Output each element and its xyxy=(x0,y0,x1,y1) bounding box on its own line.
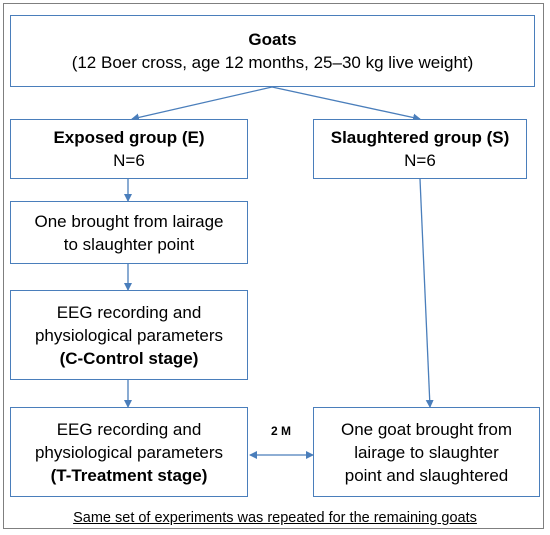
exposed-group-n: N=6 xyxy=(113,151,145,170)
treatment-stage-line2: physiological parameters xyxy=(34,442,224,462)
slaughtered-group-n: N=6 xyxy=(404,151,436,170)
goats-box: Goats (12 Boer cross, age 12 months, 25–… xyxy=(10,15,535,87)
treatment-stage-box: EEG recording and physiological paramete… xyxy=(10,407,248,497)
exposed-group-title: Exposed group (E) xyxy=(53,128,205,147)
lairage-step-line2: to slaughter point xyxy=(63,234,195,254)
slaughter-step-line1: One goat brought from xyxy=(340,419,513,439)
footer-note: Same set of experiments was repeated for… xyxy=(73,510,477,526)
slaughter-step-box: One goat brought from lairage to slaught… xyxy=(313,407,540,497)
control-stage-box: EEG recording and physiological paramete… xyxy=(10,290,248,380)
treatment-stage-line1: EEG recording and xyxy=(56,419,202,439)
control-stage-line1: EEG recording and xyxy=(56,302,202,322)
slaughter-step-line2: lairage to slaughter xyxy=(354,442,499,462)
connector-label: 2 M xyxy=(270,424,291,438)
lairage-step-box: One brought from lairage to slaughter po… xyxy=(10,201,248,264)
slaughtered-group-box: Slaughtered group (S) N=6 xyxy=(313,119,527,179)
slaughtered-group-title: Slaughtered group (S) xyxy=(330,128,510,147)
treatment-stage-label: (T-Treatment stage) xyxy=(50,465,208,485)
goats-title: Goats xyxy=(248,30,297,49)
slaughter-step-line3: point and slaughtered xyxy=(344,465,509,485)
control-stage-label: (C-Control stage) xyxy=(59,348,199,368)
arrow-goats-to-exposed xyxy=(131,86,273,122)
exposed-group-box: Exposed group (E) N=6 xyxy=(10,119,248,179)
diagram-frame xyxy=(3,3,544,529)
lairage-step-line1: One brought from lairage xyxy=(34,211,224,231)
arrow-slaughtered-to-slaughter-step xyxy=(419,178,434,408)
goats-details: (12 Boer cross, age 12 months, 25–30 kg … xyxy=(71,53,474,72)
arrow-goats-to-slaughtered xyxy=(271,86,421,122)
control-stage-line2: physiological parameters xyxy=(34,325,224,345)
